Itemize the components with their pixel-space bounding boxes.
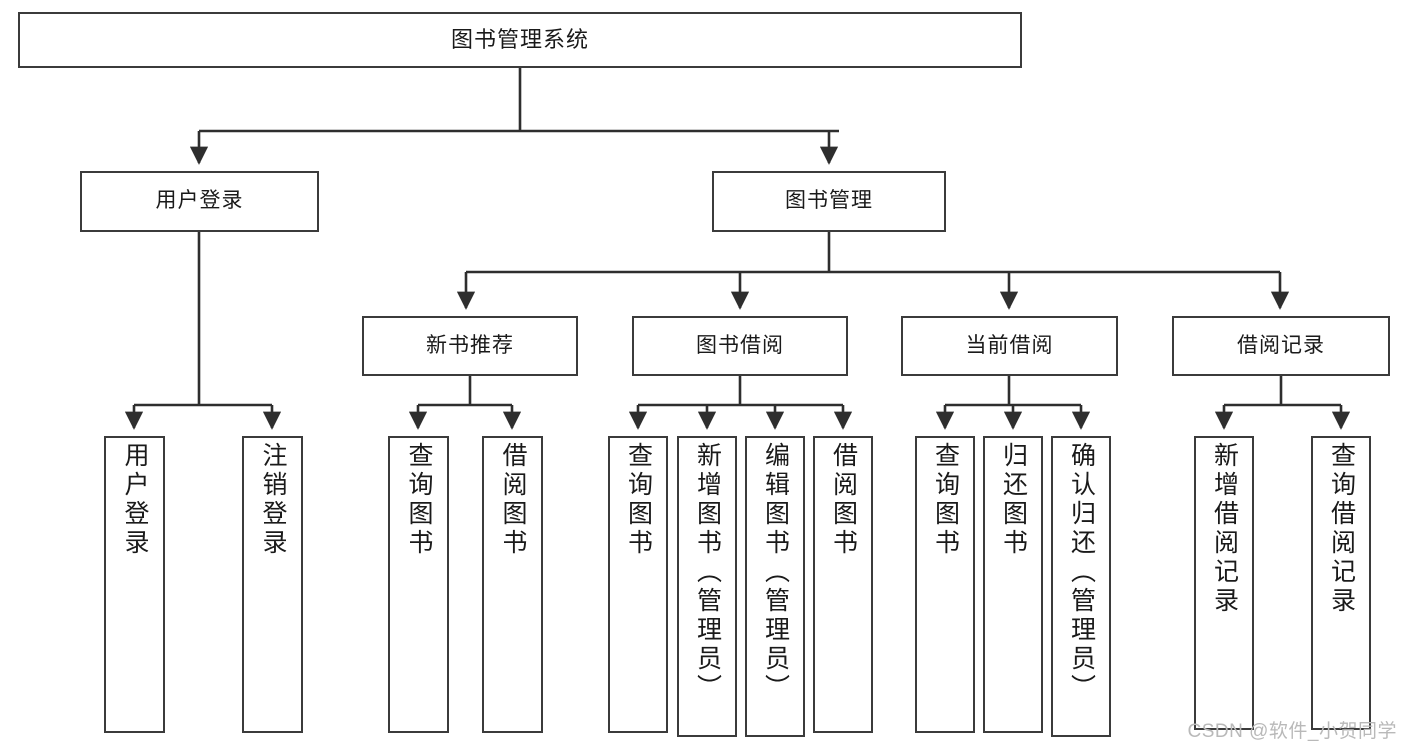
- node-leaf-query-book-1[interactable]: 查询图书: [388, 436, 449, 733]
- node-label: 编辑图书（管理员）: [761, 442, 790, 703]
- node-label: 借阅图书: [499, 442, 527, 558]
- node-label: 查询图书: [931, 442, 960, 558]
- node-book-borrow[interactable]: 图书借阅: [632, 316, 848, 376]
- node-leaf-query-book-3[interactable]: 查询图书: [915, 436, 975, 733]
- node-label: 新增图书（管理员）: [693, 442, 722, 703]
- node-leaf-confirm-return[interactable]: 确认归还（管理员）: [1051, 436, 1111, 737]
- node-label: 用户登录: [155, 189, 244, 213]
- node-leaf-query-book-2[interactable]: 查询图书: [608, 436, 668, 733]
- node-leaf-query-record[interactable]: 查询借阅记录: [1311, 436, 1371, 730]
- node-label: 借阅记录: [1237, 333, 1325, 357]
- node-label: 当前借阅: [965, 333, 1054, 357]
- node-label: 借阅图书: [829, 442, 858, 558]
- node-label: 新书推荐: [426, 333, 514, 357]
- node-root-system[interactable]: 图书管理系统: [18, 12, 1022, 68]
- node-leaf-user-login[interactable]: 用户登录: [104, 436, 165, 733]
- node-label: 查询借阅记录: [1327, 442, 1356, 616]
- node-leaf-return-book[interactable]: 归还图书: [983, 436, 1043, 733]
- node-label: 归还图书: [999, 442, 1028, 558]
- node-leaf-borrow-book-2[interactable]: 借阅图书: [813, 436, 873, 733]
- node-borrow-record[interactable]: 借阅记录: [1172, 316, 1390, 376]
- node-label: 注销登录: [259, 442, 287, 558]
- node-book-manage[interactable]: 图书管理: [712, 171, 946, 232]
- node-new-book-recommend[interactable]: 新书推荐: [362, 316, 578, 376]
- node-leaf-borrow-book-1[interactable]: 借阅图书: [482, 436, 543, 733]
- node-current-borrow[interactable]: 当前借阅: [901, 316, 1118, 376]
- node-label: 用户登录: [121, 442, 149, 558]
- node-leaf-add-book[interactable]: 新增图书（管理员）: [677, 436, 737, 737]
- watermark-text: CSDN @软件_小贺同学: [1187, 721, 1397, 742]
- node-leaf-edit-book[interactable]: 编辑图书（管理员）: [745, 436, 805, 737]
- node-label: 确认归还（管理员）: [1067, 442, 1096, 703]
- node-leaf-add-record[interactable]: 新增借阅记录: [1194, 436, 1254, 730]
- node-label: 图书管理系统: [450, 26, 589, 52]
- node-label: 查询图书: [405, 442, 433, 558]
- node-label: 图书管理: [785, 189, 873, 213]
- node-leaf-user-logout[interactable]: 注销登录: [242, 436, 303, 733]
- node-label: 图书借阅: [696, 333, 784, 357]
- node-user-login[interactable]: 用户登录: [80, 171, 319, 232]
- node-label: 新增借阅记录: [1210, 442, 1239, 616]
- node-label: 查询图书: [624, 442, 653, 558]
